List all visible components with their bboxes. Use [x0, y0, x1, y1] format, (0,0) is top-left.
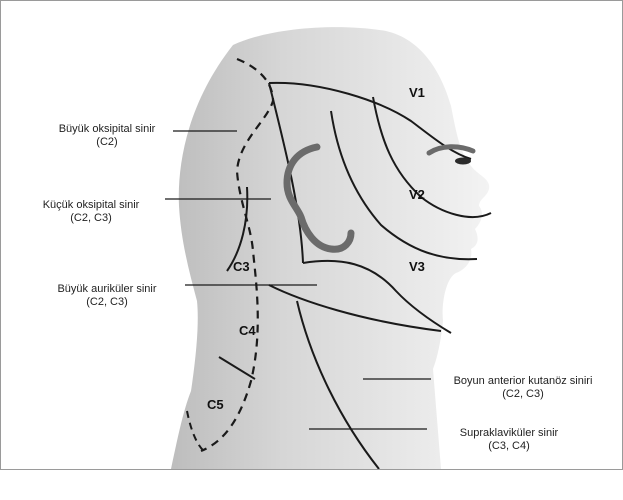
figure-frame: Büyük oksipital sinir (C2) Küçük oksipit…	[0, 0, 623, 470]
zone-label-v2: V2	[409, 187, 425, 202]
label-supraclavicular-name: Supraklaviküler sinir	[435, 427, 583, 440]
label-supraclavicular-roots: (C3, C4)	[435, 440, 583, 453]
label-transverse-cervical-name: Boyun anterior kutanöz siniri	[437, 375, 609, 388]
label-great-auricular-name: Büyük auriküler sinir	[37, 283, 177, 296]
zone-label-c3: C3	[233, 259, 250, 274]
zone-label-c5: C5	[207, 397, 224, 412]
label-greater-occipital: Büyük oksipital sinir (C2)	[41, 123, 173, 149]
zone-label-c4: C4	[239, 323, 256, 338]
label-great-auricular-roots: (C2, C3)	[37, 296, 177, 309]
label-supraclavicular: Supraklaviküler sinir (C3, C4)	[435, 427, 583, 453]
label-lesser-occipital-name: Küçük oksipital sinir	[21, 199, 161, 212]
label-transverse-cervical: Boyun anterior kutanöz siniri (C2, C3)	[437, 375, 609, 401]
label-transverse-cervical-roots: (C2, C3)	[437, 388, 609, 401]
label-greater-occipital-roots: (C2)	[41, 136, 173, 149]
zone-label-v3: V3	[409, 259, 425, 274]
label-lesser-occipital-roots: (C2, C3)	[21, 212, 161, 225]
eye-icon	[455, 158, 471, 165]
label-great-auricular: Büyük auriküler sinir (C2, C3)	[37, 283, 177, 309]
zone-label-v1: V1	[409, 85, 425, 100]
label-lesser-occipital: Küçük oksipital sinir (C2, C3)	[21, 199, 161, 225]
label-greater-occipital-name: Büyük oksipital sinir	[41, 123, 173, 136]
